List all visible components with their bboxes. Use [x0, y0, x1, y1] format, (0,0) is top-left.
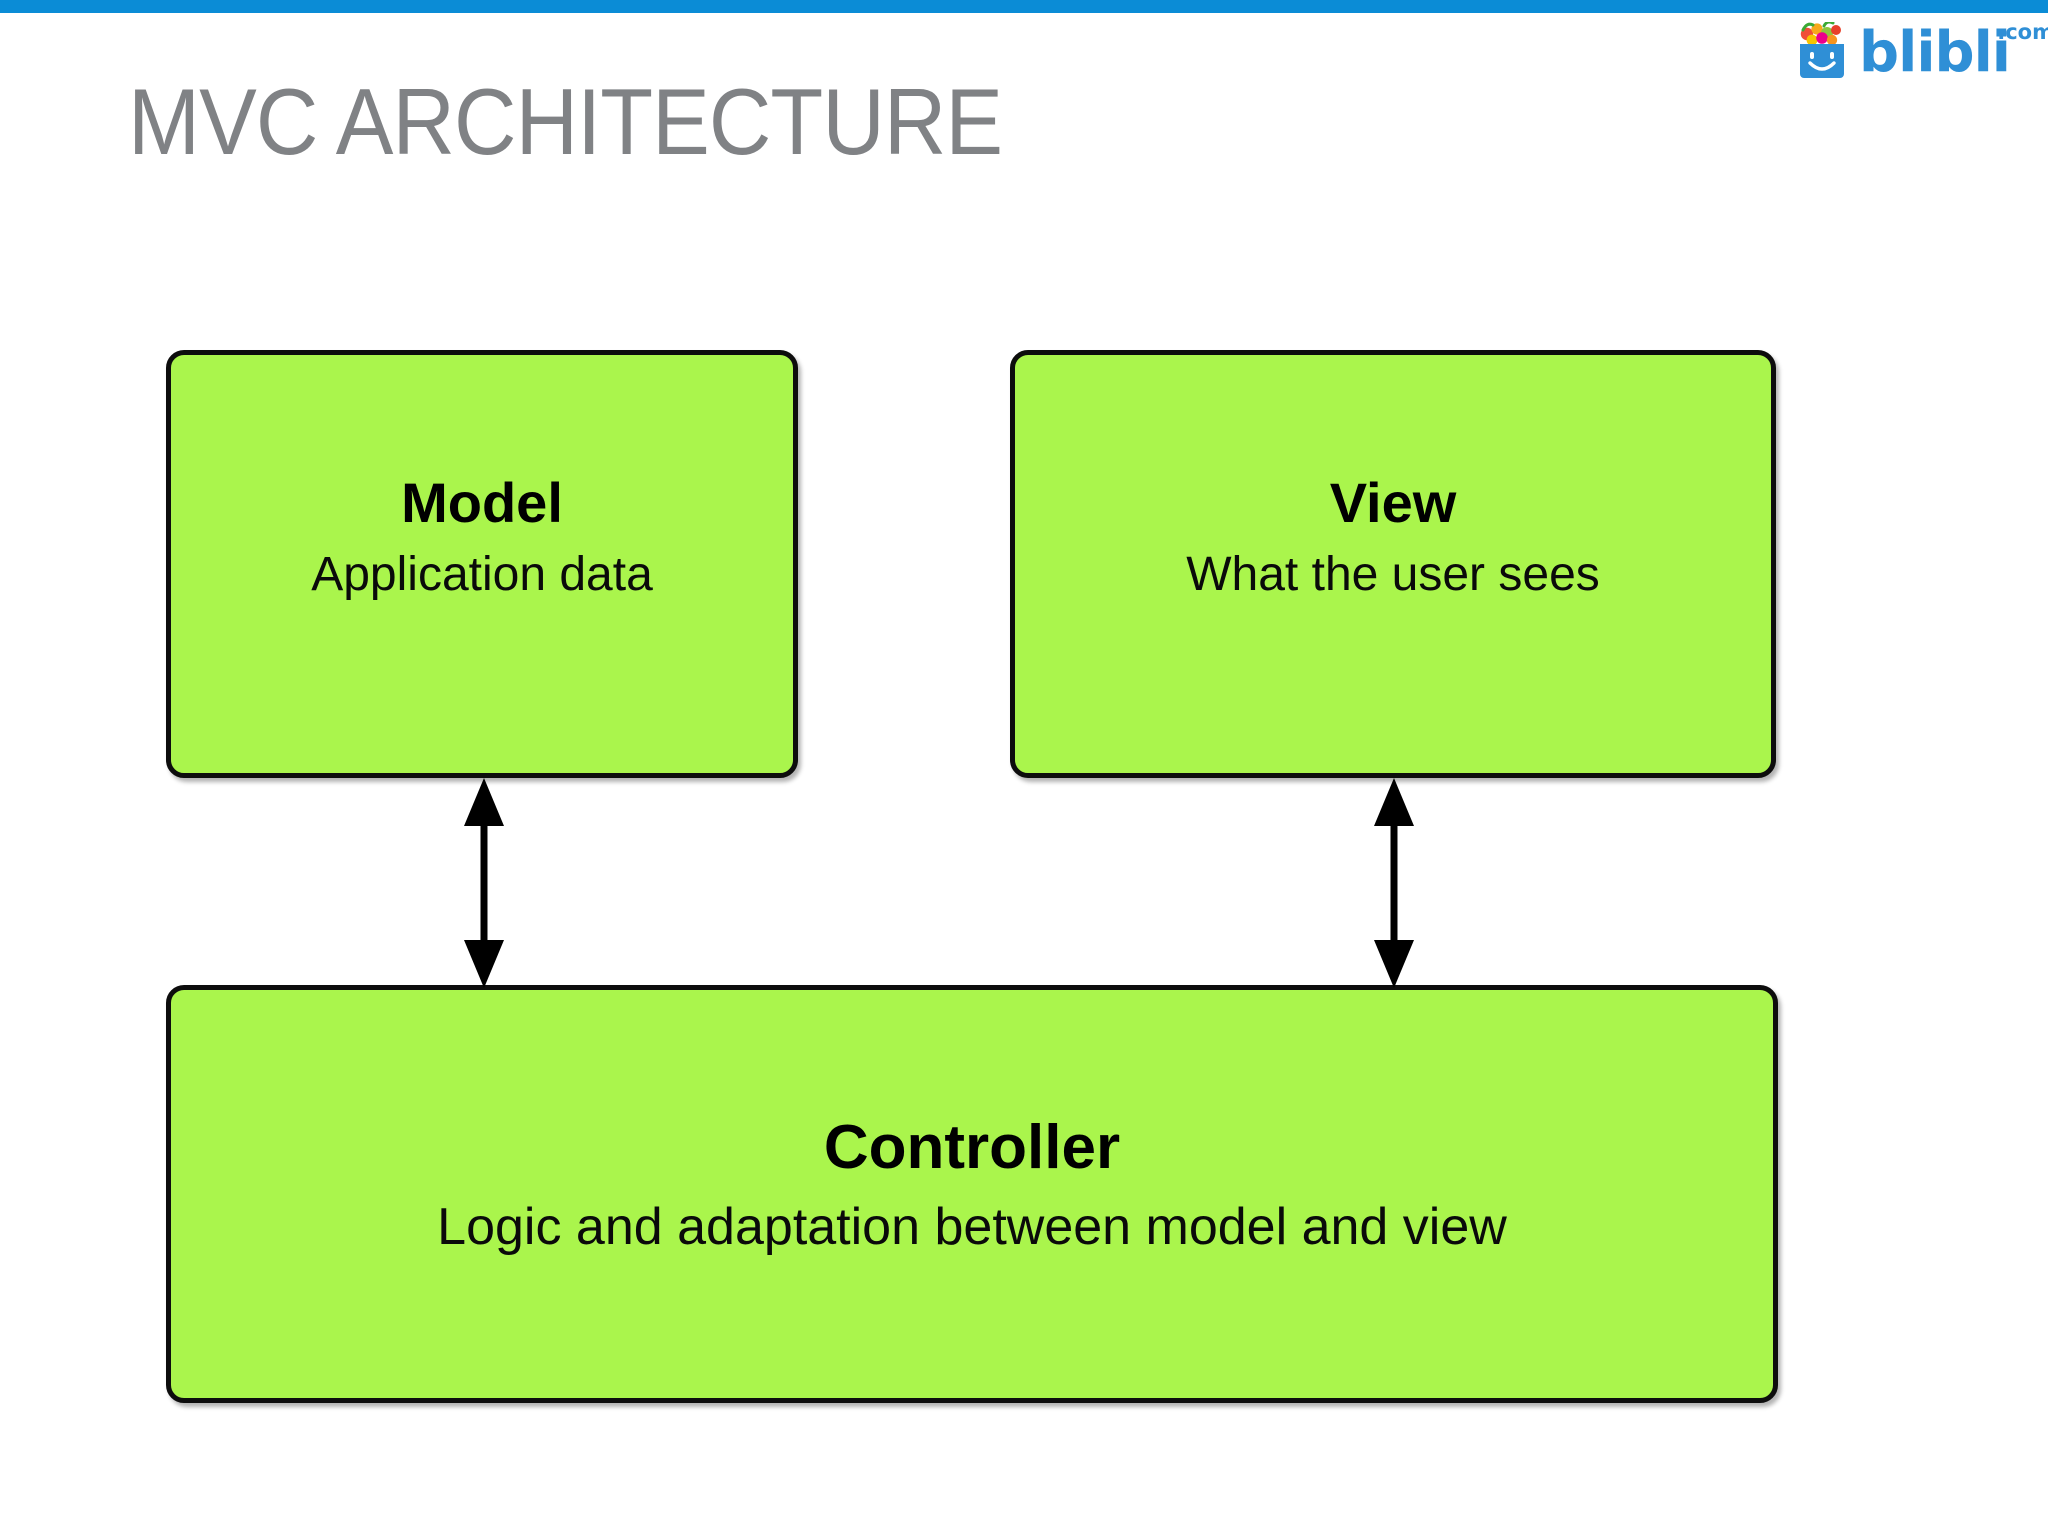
- node-view-title: View: [1329, 471, 1457, 534]
- top-accent-bar: [0, 0, 2048, 13]
- logo-tld: .com: [1997, 20, 2048, 44]
- diagram-node-view[interactable]: View What the user sees: [1010, 350, 1776, 778]
- diagram-node-model[interactable]: Model Application data: [166, 350, 798, 778]
- node-controller-content: Controller Logic and adaptation between …: [437, 1113, 1507, 1256]
- shopping-bag-icon: [1791, 20, 1853, 85]
- node-view-subtitle: What the user sees: [1186, 548, 1600, 601]
- node-view-content: View What the user sees: [1186, 475, 1600, 599]
- blibli-logo: blibli .com: [1791, 20, 2048, 85]
- diagram-node-controller[interactable]: Controller Logic and adaptation between …: [166, 985, 1778, 1403]
- node-controller-subtitle: Logic and adaptation between model and v…: [437, 1198, 1507, 1256]
- connector-model-controller-double-arrow-icon: [452, 778, 516, 988]
- node-controller-title: Controller: [823, 1113, 1121, 1182]
- node-model-subtitle: Application data: [311, 548, 653, 601]
- page-title: MVC ARCHITECTURE: [128, 69, 1003, 174]
- logo-wordmark: blibli: [1859, 20, 2011, 85]
- node-model-title: Model: [401, 471, 563, 534]
- node-model-content: Model Application data: [311, 475, 653, 599]
- connector-view-controller-double-arrow-icon: [1362, 778, 1426, 988]
